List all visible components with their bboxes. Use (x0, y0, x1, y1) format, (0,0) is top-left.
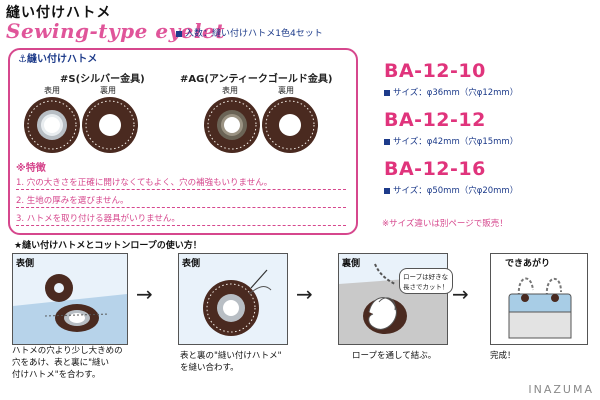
model-code: BA-12-10 (384, 60, 486, 82)
step-2-illustration (203, 269, 272, 336)
page-title: 縫い付けハトメ (6, 5, 112, 21)
panel-label: ⚓縫い付けハトメ (18, 54, 98, 65)
eyelet-ag-back (262, 97, 318, 153)
eyelet-ag-front (204, 97, 260, 153)
features-title: ※特徴 (16, 163, 46, 174)
arrow-right-icon: → (296, 282, 313, 306)
set-quantity-note: 入数：縫い付けハトメ1色4セット (176, 26, 323, 39)
step-1-caption: ハトメの穴より少し大きめの 穴をあけ、表と裏に"縫い 付けハトメ"を合わす。 (12, 346, 123, 380)
model-spec: サイズ：φ36mm（穴φ12mm） (384, 86, 518, 98)
model-code: BA-12-12 (384, 109, 486, 131)
anchor-icon: ⚓ (18, 54, 27, 65)
step-label: 裏側 (342, 259, 361, 269)
variant-silver-back-label: 裏用 (100, 86, 116, 95)
variant-silver-name: #S(シルバー金具) (60, 74, 145, 85)
model-spec: サイズ：φ50mm（穴φ20mm） (384, 184, 518, 196)
variant-ag-name: #AG(アンティークゴールド金具) (180, 74, 333, 85)
arrow-right-icon: → (136, 282, 153, 306)
eyelet-illustrations (24, 97, 318, 153)
step-label: できあがり (505, 259, 551, 269)
eyelet-silver-front (24, 97, 80, 153)
page-subtitle-en: Sewing-type eyelet (6, 19, 225, 43)
variant-ag-back-label: 裏用 (278, 86, 294, 95)
step-label: 表側 (182, 259, 201, 269)
step-2-caption: 表と裏の"縫い付けハトメ" を縫い合わす。 (180, 351, 282, 373)
model-code: BA-12-16 (384, 158, 486, 180)
howto-step-2-image: 表側 (178, 253, 288, 345)
step-3-caption: ロープを通して結ぶ。 (352, 351, 437, 361)
howto-step-1-image: 表側 (12, 253, 128, 345)
tip-bubble: ロープは好きな 長さでカット！ (399, 268, 453, 294)
square-bullet-icon (176, 30, 182, 37)
feature-item: 1. 穴の大きさを正確に開けなくてもよく、穴の補強もいりません。 (16, 176, 346, 190)
step-4-illustration (508, 277, 572, 339)
brand-logo-text: INAZUMA (528, 383, 594, 396)
step-1-illustration (13, 274, 127, 344)
arrow-right-icon: → (452, 282, 469, 306)
howto-title: ★縫い付けハトメとコットンロープの使い方！ (14, 241, 202, 251)
eyelet-silver-back (82, 97, 138, 153)
variant-silver-front-label: 表用 (44, 86, 60, 95)
step-label: 表側 (16, 259, 35, 269)
model-spec: サイズ：φ42mm（穴φ15mm） (384, 135, 518, 147)
other-size-note: ※サイズ違いは別ページで販売！ (382, 219, 508, 229)
feature-item: 2. 生地の厚みを選びません。 (16, 194, 346, 208)
feature-item: 3. ハトメを取り付ける器具がいりません。 (16, 212, 346, 226)
square-bullet-icon (384, 138, 390, 145)
square-bullet-icon (384, 89, 390, 96)
howto-step-4-image: できあがり (490, 253, 588, 345)
howto-step-3-image: 裏側 ロープは好きな 長さでカット！ (338, 253, 453, 345)
square-bullet-icon (384, 187, 390, 194)
step-4-caption: 完成！ (490, 351, 516, 361)
variant-ag-front-label: 表用 (222, 86, 238, 95)
